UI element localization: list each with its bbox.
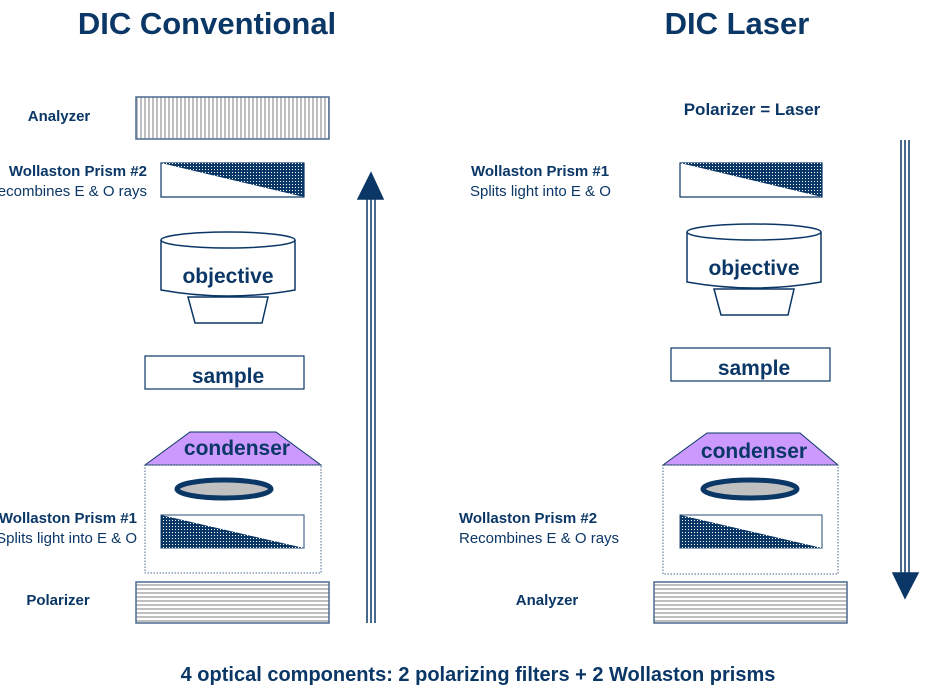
analyzer-filter <box>135 96 330 140</box>
condenser-label: condenser <box>701 440 807 463</box>
caption: 4 optical components: 2 polarizing filte… <box>181 664 776 686</box>
panel-title: DIC Conventional <box>78 6 336 41</box>
sample-box <box>670 347 831 382</box>
polarizer-label: Polarizer = Laser <box>684 100 821 119</box>
prism2-desc: Recombines E & O rays <box>459 530 619 547</box>
conventional-panel: DIC Conventional Analyzer Wollaston Pris… <box>0 6 385 624</box>
objective-lens <box>686 223 822 316</box>
sample-box <box>144 355 305 390</box>
prism1-desc: Splits light into E & O <box>0 530 137 547</box>
wollaston-prism-1 <box>160 514 305 549</box>
condenser-housing <box>662 464 839 575</box>
wollaston-prism-1 <box>679 162 823 198</box>
objective-lens <box>160 231 296 324</box>
prism2-title: Wollaston Prism #2 <box>459 510 597 527</box>
prism1-desc: Splits light into E & O <box>470 183 611 200</box>
wollaston-prism-2 <box>679 514 823 549</box>
condenser-shape <box>143 431 323 466</box>
analyzer-label: Analyzer <box>516 592 579 609</box>
analyzer-filter <box>653 581 848 624</box>
prism1-title: Wollaston Prism #1 <box>0 510 137 527</box>
polarizer-filter <box>135 581 330 624</box>
analyzer-label: Analyzer <box>28 108 91 125</box>
laser-panel: DIC Laser Polarizer = Laser Wollaston Pr… <box>459 6 920 624</box>
prism2-desc: Recombines E & O rays <box>0 183 147 200</box>
condenser-lens <box>174 477 274 501</box>
sample-label: sample <box>192 365 264 388</box>
sample-label: sample <box>718 357 790 380</box>
condenser-housing <box>144 464 322 574</box>
prism2-title: Wollaston Prism #2 <box>9 163 147 180</box>
light-path-down-arrow-icon <box>891 140 920 600</box>
light-path-up-arrow-icon <box>356 171 385 623</box>
prism1-title: Wollaston Prism #1 <box>471 163 609 180</box>
polarizer-label: Polarizer <box>26 592 90 609</box>
objective-label: objective <box>182 265 273 288</box>
condenser-label: condenser <box>184 437 290 460</box>
panel-title: DIC Laser <box>665 6 810 41</box>
wollaston-prism-2 <box>160 162 305 198</box>
condenser-lens <box>700 477 800 501</box>
objective-label: objective <box>708 257 799 280</box>
